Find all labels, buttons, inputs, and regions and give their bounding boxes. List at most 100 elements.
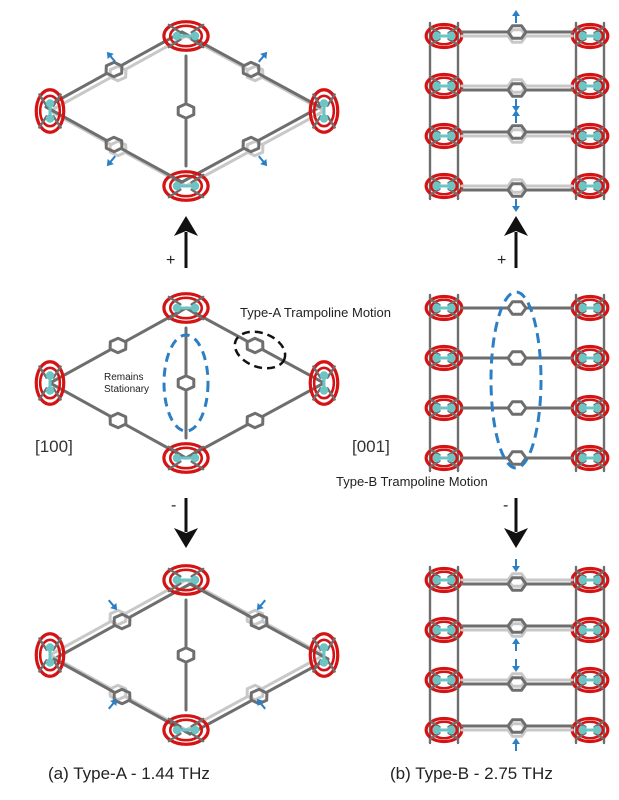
bdc-linker — [460, 672, 574, 688]
remains-stationary-label: Remains Stationary — [104, 372, 149, 396]
type-a-structure-plus — [34, 20, 340, 202]
bdc-linker — [460, 576, 574, 592]
minus-sign-a: - — [171, 497, 177, 514]
displacement-arrow — [108, 698, 118, 710]
metal-cluster — [308, 632, 340, 678]
bdc-linker — [460, 128, 574, 144]
metal-cluster — [424, 666, 464, 694]
bdc-linker — [460, 24, 574, 40]
bdc-linker — [460, 450, 574, 466]
displacement-arrow — [106, 155, 116, 167]
plus-sign-b: + — [497, 252, 507, 269]
displacement-arrow — [512, 10, 520, 23]
metal-cluster — [570, 344, 610, 372]
caption-a: (a) Type-A - 1.44 THz — [48, 764, 210, 783]
motion-arrow-b-down — [504, 498, 528, 548]
bdc-linker — [460, 300, 574, 316]
displacement-arrow — [256, 599, 266, 611]
bdc-linker — [460, 718, 574, 734]
metal-cluster — [162, 20, 210, 52]
metal-cluster — [424, 172, 464, 200]
displacement-arrow — [512, 99, 520, 112]
type-a-linker-highlight-ellipse — [233, 330, 287, 370]
metal-cluster — [424, 22, 464, 50]
displacement-arrow — [106, 51, 116, 63]
type-b-linkers-highlight-ellipse — [489, 290, 543, 470]
metal-cluster — [34, 88, 66, 134]
bdc-linker — [460, 676, 574, 692]
bdc-linker — [460, 124, 574, 140]
metal-cluster — [308, 88, 340, 134]
remains-line-1: Remains — [104, 372, 144, 383]
minus-sign-b: - — [503, 497, 509, 514]
metal-cluster — [424, 344, 464, 372]
metal-cluster — [570, 72, 610, 100]
bdc-linker — [460, 572, 574, 588]
metal-cluster — [34, 360, 66, 406]
bdc-linker — [176, 54, 196, 168]
metal-cluster — [162, 292, 210, 324]
metal-cluster — [308, 360, 340, 406]
metal-cluster — [424, 616, 464, 644]
bdc-linker — [460, 82, 574, 98]
metal-cluster — [424, 122, 464, 150]
metal-cluster — [570, 566, 610, 594]
displacement-arrow — [258, 51, 268, 63]
bdc-linker — [460, 622, 574, 638]
displacement-arrow — [512, 110, 520, 123]
displacement-arrow — [512, 559, 520, 572]
displacement-arrow — [512, 638, 520, 651]
bdc-linker — [460, 350, 574, 366]
metal-cluster — [570, 122, 610, 150]
metal-cluster — [570, 294, 610, 322]
view-direction-b: [001] — [352, 437, 390, 456]
motion-arrow-b-up — [504, 216, 528, 268]
metal-cluster — [162, 714, 210, 746]
bdc-linker — [460, 28, 574, 44]
bdc-linker — [460, 400, 574, 416]
motion-arrow-a-up — [174, 216, 198, 268]
metal-cluster — [570, 394, 610, 422]
displacement-arrow — [512, 659, 520, 672]
type-a-structure-equilibrium — [34, 292, 340, 474]
type-a-structure-minus — [34, 564, 340, 746]
metal-cluster — [34, 632, 66, 678]
bdc-linker — [176, 326, 196, 440]
type-b-motion-label: Type-B Trampoline Motion — [336, 474, 488, 489]
bdc-linker — [176, 598, 196, 712]
metal-cluster — [570, 22, 610, 50]
metal-cluster — [570, 716, 610, 744]
displacement-arrow — [108, 599, 118, 611]
bdc-linker — [460, 78, 574, 94]
type-b-structure-equilibrium — [424, 293, 610, 473]
metal-cluster — [570, 616, 610, 644]
metal-cluster — [570, 666, 610, 694]
metal-cluster — [424, 394, 464, 422]
bdc-linker — [184, 381, 326, 460]
metal-cluster — [424, 72, 464, 100]
bdc-linker — [460, 182, 574, 198]
caption-b: (b) Type-B - 2.75 THz — [390, 764, 553, 783]
motion-arrow-a-down — [174, 498, 198, 548]
metal-cluster — [424, 566, 464, 594]
remains-line-2: Stationary — [104, 384, 150, 395]
metal-cluster — [162, 442, 210, 474]
displacement-arrow — [258, 155, 268, 167]
bdc-linker — [460, 618, 574, 634]
type-b-structure-minus — [424, 559, 610, 751]
view-direction-a: [100] — [35, 437, 73, 456]
displacement-arrow — [512, 738, 520, 751]
metal-cluster — [162, 170, 210, 202]
metal-cluster — [570, 172, 610, 200]
bdc-linker — [460, 178, 574, 194]
metal-cluster — [424, 444, 464, 472]
metal-cluster — [424, 716, 464, 744]
bdc-linker — [460, 722, 574, 738]
plus-sign-a: + — [166, 252, 176, 269]
type-a-motion-label: Type-A Trampoline Motion — [240, 305, 392, 320]
metal-cluster — [424, 294, 464, 322]
metal-cluster — [162, 564, 210, 596]
metal-cluster — [570, 444, 610, 472]
displacement-arrow — [512, 199, 520, 212]
